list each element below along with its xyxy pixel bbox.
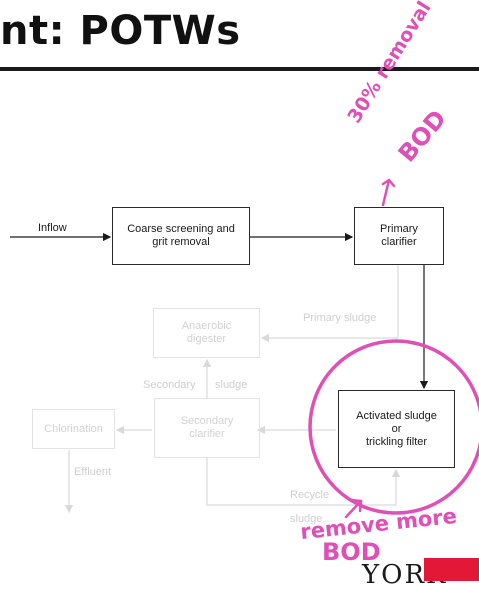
activated-sludge-label: Activated sludge or trickling filter <box>356 409 437 448</box>
primary-sludge-label: Primary sludge <box>303 312 377 324</box>
coarse-screening-label: Coarse screening and grit removal <box>127 223 235 248</box>
anaerobic-digester-label: Anaerobic digester <box>181 320 232 345</box>
chlorination-label: Chlorination <box>44 422 103 435</box>
secondary-sludge-label-b: sludge <box>215 379 248 391</box>
recycle-sludge-label: sludge <box>290 513 323 525</box>
primary-clarifier-label: Primary clarifier <box>380 223 418 248</box>
annotation-arrow-up <box>381 178 396 207</box>
activated-sludge-box: Activated sludge or trickling filter <box>338 390 455 468</box>
highlight-circle <box>308 339 479 515</box>
primary-clarifier-box: Primary clarifier <box>354 207 444 265</box>
coarse-screening-box: Coarse screening and grit removal <box>112 207 250 265</box>
effluent-label: Effluent <box>74 466 112 478</box>
anaerobic-digester-box: Anaerobic digester <box>153 308 260 358</box>
title-underline <box>0 67 479 71</box>
page-title: nt: POTWs <box>0 8 241 54</box>
secondary-sludge-label-a: Secondary <box>143 379 196 391</box>
inflow-label: Inflow <box>38 222 67 234</box>
secondary-clarifier-label: Secondary clarifier <box>180 415 234 440</box>
recycle-label: Recycle <box>290 489 330 501</box>
primary-sludge-line <box>260 265 399 343</box>
annotation-arrow-down <box>344 498 363 519</box>
chlorination-box: Chlorination <box>32 409 115 449</box>
annotation-bod-bottom: BOD <box>322 538 381 566</box>
secondary-clarifier-box: Secondary clarifier <box>154 398 260 458</box>
york-logo-mark <box>424 558 479 581</box>
recycle-line <box>206 458 401 506</box>
